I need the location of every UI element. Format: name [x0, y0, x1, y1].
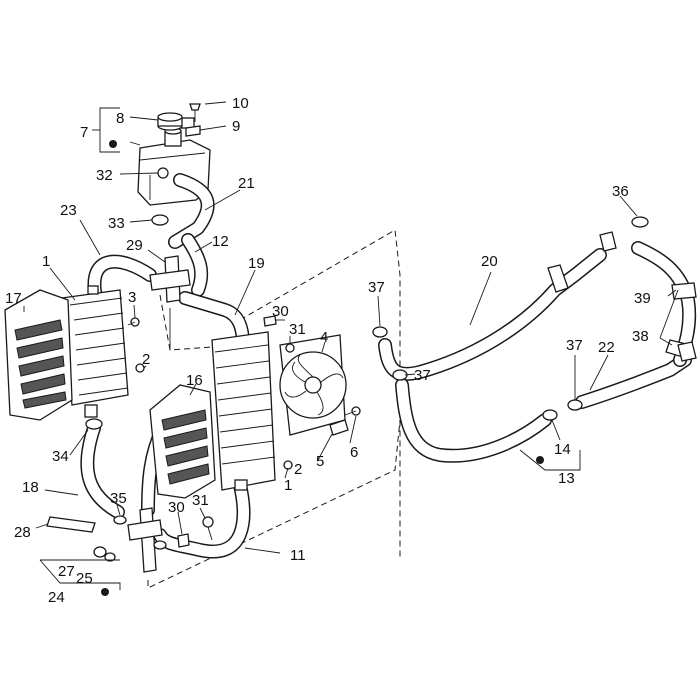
- callout-12: 12: [212, 233, 229, 250]
- clamp-14: [542, 409, 558, 421]
- radiator-left: [61, 285, 129, 418]
- callout-35: 35: [110, 490, 127, 507]
- callout-19: 19: [248, 255, 265, 272]
- fitting-34: [85, 418, 103, 430]
- callout-labels: 10 9 8 7 32 21 33 23 29 12 19 1 17 3 30 …: [5, 95, 651, 606]
- callout-6: 6: [350, 444, 358, 461]
- callout-8: 8: [116, 110, 124, 127]
- callout-38: 38: [632, 328, 649, 345]
- callout-13: 13: [558, 470, 575, 487]
- callout-30-lower: 30: [168, 499, 185, 516]
- callout-1-left: 1: [42, 253, 50, 270]
- callout-11: 11: [290, 547, 306, 564]
- bracket-9: [185, 125, 201, 137]
- callout-5: 5: [316, 453, 324, 470]
- hose-20: [378, 248, 607, 381]
- callout-20: 20: [481, 253, 498, 270]
- screw-31-lower: [202, 516, 214, 541]
- group-bracket-24: [39, 559, 121, 590]
- hose-21: [168, 173, 215, 249]
- group-bracket-7: [92, 107, 120, 153]
- radiator-cover-right: [149, 384, 216, 499]
- callout-1-right: 1: [284, 477, 292, 494]
- washer-25: [104, 552, 116, 562]
- callout-7: 7: [80, 124, 88, 141]
- clamp-37-lower: [392, 369, 408, 381]
- callout-33: 33: [108, 215, 125, 232]
- strip-28: [46, 516, 96, 533]
- callout-17: 17: [5, 290, 22, 307]
- callout-21: 21: [238, 175, 255, 192]
- callout-37-right: 37: [566, 337, 583, 354]
- bullet-markers: [101, 140, 544, 596]
- callout-32: 32: [96, 167, 113, 184]
- clip-30-upper: [263, 315, 277, 327]
- callout-16: 16: [186, 372, 203, 389]
- callout-36: 36: [612, 183, 629, 200]
- callout-4: 4: [320, 329, 328, 346]
- screw-3: [127, 317, 140, 327]
- clamp-37-right: [567, 399, 583, 411]
- callout-2-upper: 2: [142, 351, 150, 368]
- clamp-35: [113, 515, 127, 525]
- callout-30-upper: 30: [272, 303, 289, 320]
- callout-22: 22: [598, 339, 615, 356]
- leader-lines: [23, 101, 679, 554]
- clamp-37-upper: [372, 326, 388, 338]
- clamp-33: [151, 214, 169, 226]
- tank-cap: [157, 112, 183, 131]
- callout-31-upper: 31: [289, 321, 306, 338]
- callout-37-lower: 37: [414, 367, 431, 384]
- callout-31-lower: 31: [192, 492, 209, 509]
- nut-2-lower: [283, 460, 293, 470]
- bracket-5: [329, 419, 349, 436]
- cooling-fan: [279, 334, 347, 436]
- radiator-right: [211, 331, 276, 491]
- hose-18: [80, 421, 125, 519]
- radiator-cover-left: [4, 289, 73, 421]
- screw-31-upper: [285, 343, 295, 353]
- t-fitting-lower: [127, 507, 167, 573]
- screw-6: [344, 406, 361, 416]
- t-fitting-29: [149, 255, 191, 303]
- callout-23: 23: [60, 202, 77, 219]
- elbow-fitting: [599, 231, 617, 252]
- callout-29: 29: [126, 237, 143, 254]
- callout-25: 25: [76, 570, 93, 587]
- hose-23: [87, 254, 157, 299]
- callout-28: 28: [14, 524, 31, 541]
- clip-30-lower: [177, 533, 190, 548]
- callout-24: 24: [48, 589, 65, 606]
- callout-27: 27: [58, 563, 75, 580]
- callout-10: 10: [232, 95, 249, 112]
- callout-34: 34: [52, 448, 69, 465]
- callout-2-lower: 2: [294, 461, 302, 478]
- callout-39: 39: [634, 290, 651, 307]
- callout-14: 14: [554, 441, 571, 458]
- hose-12: [181, 233, 209, 297]
- connector-22: [677, 341, 697, 362]
- grommet-27: [93, 546, 107, 558]
- fitting-32: [157, 167, 169, 179]
- hose-lower-right: [395, 378, 552, 463]
- callout-18: 18: [22, 479, 39, 496]
- group-bracket-13: [519, 449, 581, 471]
- callout-9: 9: [232, 118, 240, 135]
- callout-37-upper: 37: [368, 279, 385, 296]
- screw-10: [189, 103, 201, 122]
- clamp-36: [631, 216, 649, 228]
- hose-11: [153, 478, 251, 559]
- callout-3: 3: [128, 289, 136, 306]
- hose-22: [575, 353, 692, 409]
